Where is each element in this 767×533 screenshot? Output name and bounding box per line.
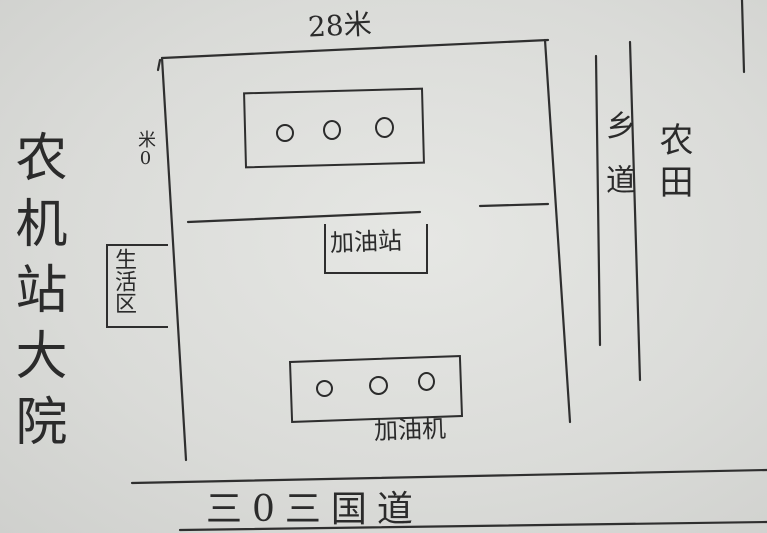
national-road-label: 三0三国道: [206, 489, 423, 530]
road-line-1: [594, 54, 602, 347]
far-right-line: [740, 0, 746, 74]
station-room-label: 加油站: [329, 226, 403, 258]
national-road-line-1: [130, 468, 767, 485]
farmland-label: 农田: [653, 122, 693, 206]
pump-circle: [375, 117, 394, 138]
pump-circle: [418, 372, 435, 391]
right-stub: [478, 202, 550, 208]
side-partial-label: 米0: [135, 130, 156, 169]
road-line-2: [628, 40, 642, 382]
pump-circle: [323, 120, 341, 140]
living-area-box: [106, 244, 168, 328]
pump-circle: [316, 380, 333, 397]
pump-circle: [369, 376, 388, 395]
pump-label: 加油机: [373, 414, 447, 446]
national-road-line-2: [178, 520, 767, 532]
top-boundary: [160, 38, 550, 60]
living-area-label: 生活区: [111, 248, 136, 314]
county-road-label: 乡道: [600, 110, 635, 218]
top-length-label: 28米: [307, 7, 373, 44]
right-boundary: [543, 38, 572, 424]
station-room-box: [324, 224, 428, 274]
top-corner-tick: [156, 58, 162, 72]
pump-circle: [276, 124, 294, 142]
left-yard-label: 农机站大院: [6, 130, 66, 460]
middle-divider: [186, 210, 422, 224]
left-boundary: [160, 56, 188, 462]
